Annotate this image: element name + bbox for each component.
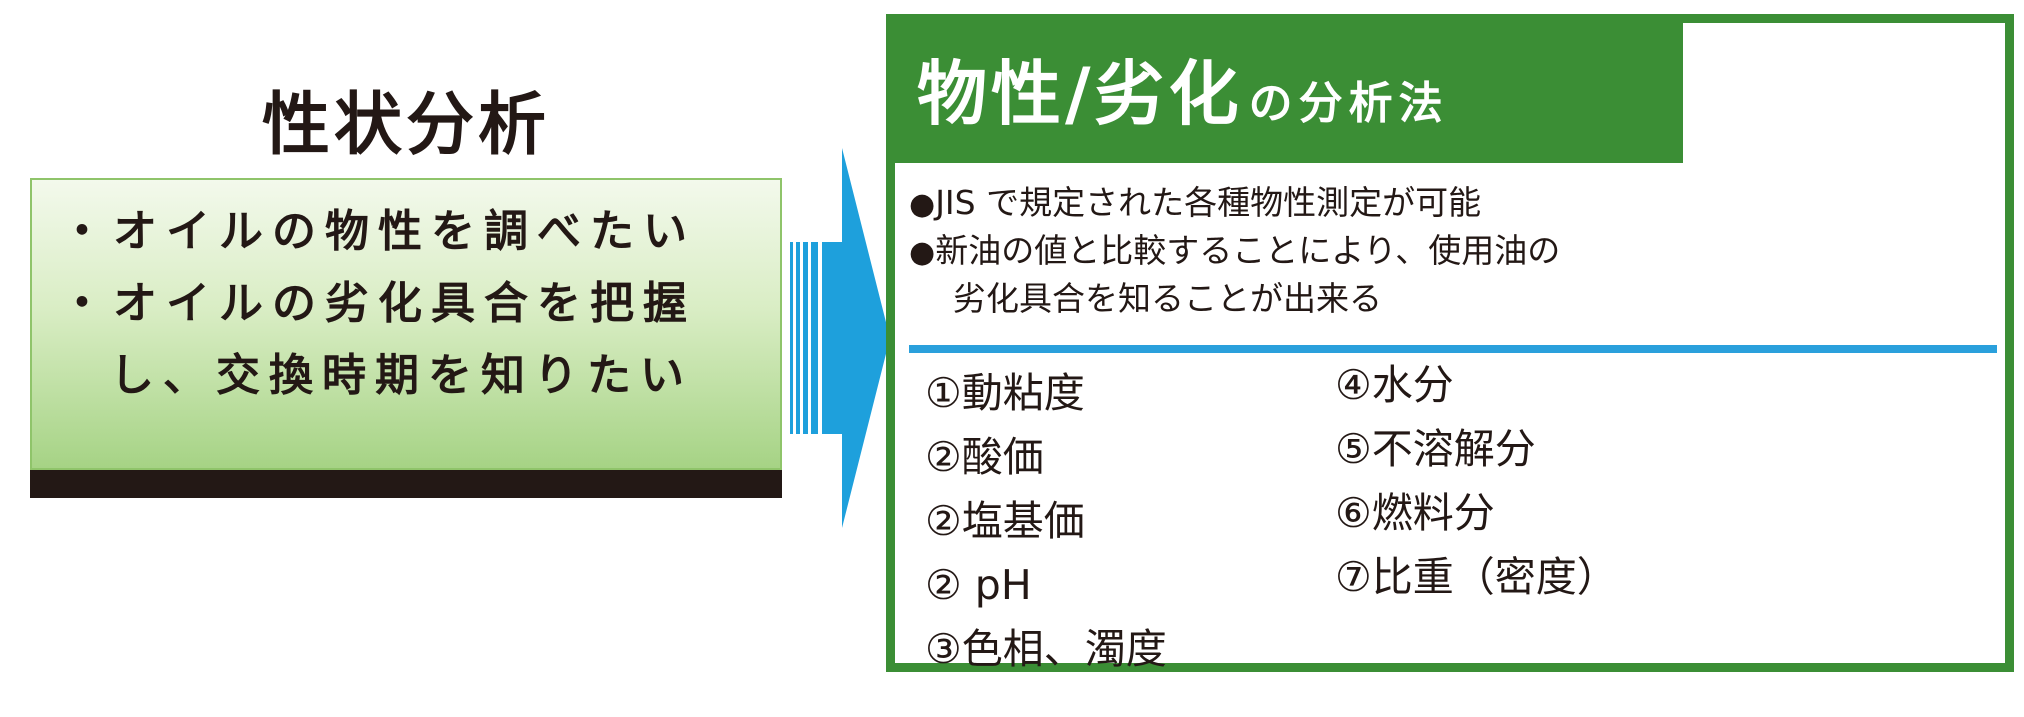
title-main: 物性/劣化	[917, 53, 1243, 135]
methods-panel-header: 物性/劣化の分析法	[895, 23, 1683, 163]
analysis-items-left: ①動粘度 ②酸価 ②塩基価 ② pH ③色相、濁度	[925, 361, 1167, 681]
analysis-item: ⑤不溶解分	[1335, 425, 1536, 473]
needs-box	[30, 178, 782, 470]
description-text-2: 新油の値と比較することにより、使用油の	[935, 231, 1561, 270]
needs-box-shadow-bar	[30, 470, 782, 498]
analysis-item: ⑦比重（密度）	[1335, 553, 1618, 601]
description-line-1: ●JIS で規定された各種物性測定が可能	[909, 179, 1999, 227]
analysis-item: ①動粘度	[925, 369, 1085, 417]
needs-list: ・オイルの物性を調べたい ・オイルの劣化具合を把握 し、交換時期を知りたい	[60, 196, 760, 412]
title-sub: の分析法	[1248, 78, 1449, 129]
analysis-item: ④水分	[1335, 361, 1454, 409]
methods-panel-title: 物性/劣化の分析法	[917, 59, 1449, 129]
needs-line-2: ・オイルの劣化具合を把握	[60, 278, 696, 329]
methods-description: ●JIS で規定された各種物性測定が可能 ●新油の値と比較することにより、使用油…	[909, 179, 1999, 323]
analysis-item: ⑥燃料分	[1335, 489, 1495, 537]
analysis-item: ② pH	[925, 561, 1032, 609]
description-text-1: JIS で規定された各種物性測定が可能	[935, 183, 1482, 222]
needs-line-1: ・オイルの物性を調べたい	[60, 206, 696, 257]
section-divider	[909, 345, 1997, 353]
needs-line-3: し、交換時期を知りたい	[110, 350, 693, 401]
description-line-3: 劣化具合を知ることが出来る	[953, 279, 1382, 318]
right-arrow-icon	[790, 148, 890, 528]
analysis-items-right: ④水分 ⑤不溶解分 ⑥燃料分 ⑦比重（密度）	[1335, 353, 1618, 609]
description-line-2: ●新油の値と比較することにより、使用油の	[909, 227, 1999, 275]
analysis-item: ②塩基価	[925, 497, 1085, 545]
analysis-item: ③色相、濁度	[925, 625, 1167, 673]
left-title: 性状分析	[261, 86, 550, 165]
analysis-item: ②酸価	[925, 433, 1044, 481]
bullet-icon: ●	[909, 235, 936, 270]
methods-panel: 物性/劣化の分析法 ●JIS で規定された各種物性測定が可能 ●新油の値と比較す…	[886, 14, 2014, 673]
bullet-icon: ●	[909, 187, 936, 222]
